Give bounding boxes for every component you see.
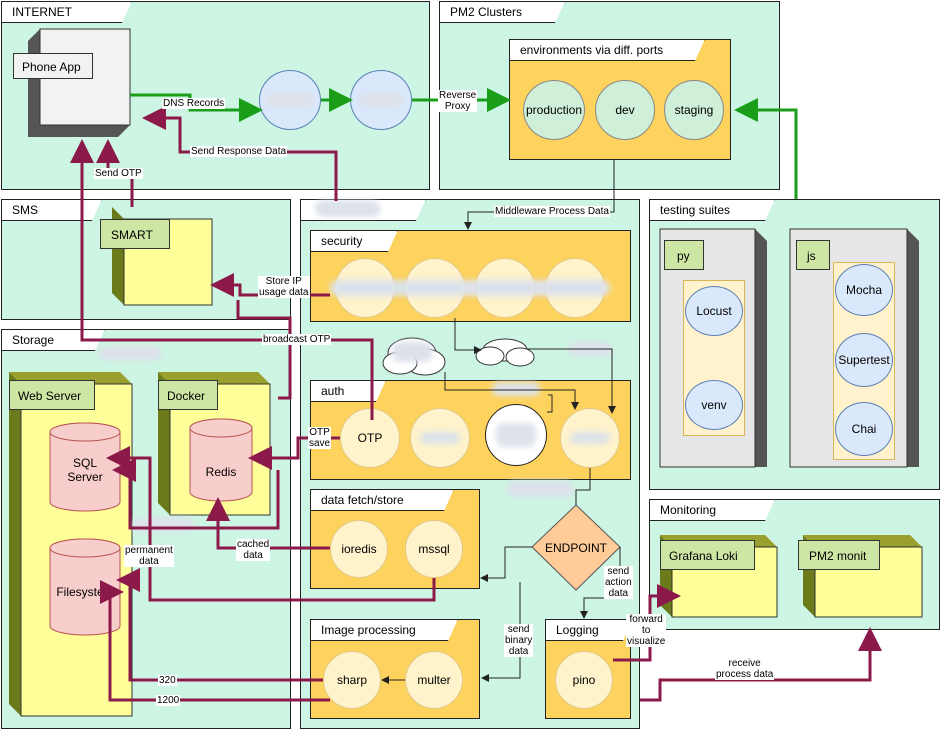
web-server-label: Web Server [9, 380, 95, 410]
mocha-node: Mocha [835, 264, 893, 316]
filesystem-cylinder [49, 538, 121, 636]
permanent-data-label: permanent data [124, 545, 174, 567]
receive-connector [640, 627, 882, 702]
send-otp-label: Send OTP [94, 168, 143, 179]
phone-app-label: Phone App [13, 53, 93, 79]
testing-suites-title: testing suites [649, 199, 775, 221]
broadcast-otp-label: broadcast OTP [262, 334, 332, 345]
receive-label: receive process data [715, 658, 775, 680]
endpoint-data-connector [480, 546, 532, 582]
multer-node: multer [405, 651, 463, 709]
redis-label: Redis [205, 465, 237, 479]
flow-blurred-label-4 [506, 481, 574, 497]
chai-node: Chai [835, 402, 893, 456]
send-response-connector [142, 106, 338, 201]
auth-node-4 [560, 408, 620, 468]
send-binary-label: send binary data [504, 624, 534, 657]
otp-save-label: OTP save [308, 427, 332, 449]
flow-blurred-label-6 [315, 201, 379, 215]
reverse-proxy-label: Reverse Proxy [438, 90, 478, 112]
blurred-text [496, 423, 536, 447]
blurred-text [358, 93, 404, 107]
flow-blurred-label-3 [492, 382, 540, 396]
dns-node-2 [350, 70, 412, 130]
auth-node-2 [410, 408, 470, 468]
auth-node-3 [485, 404, 547, 466]
docker-label: Docker [158, 380, 218, 410]
grafana-label: Grafana Loki [660, 540, 755, 570]
monitoring-title: Monitoring [649, 499, 775, 521]
w320-connector [116, 568, 323, 682]
auth-inner-connector [547, 394, 553, 413]
blurred-text [570, 432, 610, 444]
security-title: security [310, 230, 398, 252]
production-node: production [523, 80, 585, 140]
endpoint-image-connector [481, 582, 521, 682]
logging-title: Logging [545, 619, 633, 641]
pm2-clusters-title: PM2 Clusters [439, 1, 565, 23]
auth-endpoint-connector [575, 468, 591, 505]
cloud-auth-connector [444, 372, 579, 410]
sharp-node: sharp [323, 651, 381, 709]
permanent-data-branch [112, 458, 280, 530]
security-cloud-connector [454, 318, 482, 354]
sql-server-cylinder [49, 422, 121, 512]
dev-node: dev [595, 80, 655, 140]
middleware-connector [464, 160, 615, 230]
internet-region-title: INTERNET [1, 1, 132, 23]
sql-server-label: SQL Server [67, 456, 103, 484]
send-action-label: send action data [604, 566, 633, 599]
w1200-connector [100, 580, 330, 702]
pino-node: pino [555, 651, 613, 709]
send-response-label: Send Response Data [190, 146, 288, 157]
js-label: js [796, 240, 830, 270]
cloud-2 [475, 338, 535, 367]
ioredis-node: ioredis [330, 520, 388, 578]
w1200-label: 1200 [156, 695, 181, 706]
redis-cylinder [189, 418, 253, 502]
staging-node: staging [664, 80, 724, 140]
locust-node: Locust [685, 286, 743, 336]
venv-node: venv [685, 380, 743, 430]
environments-title: environments via diff. ports [509, 39, 705, 61]
pm2monit-label: PM2 monit [798, 540, 880, 570]
cloud-flow-connector [527, 348, 616, 414]
data-fetch-title: data fetch/store [310, 489, 454, 511]
supertest-node: Supertest [835, 333, 893, 387]
cloud-1-blurred-label [392, 342, 432, 362]
cached-data-connector [206, 497, 330, 550]
blurred-text [265, 93, 315, 107]
w320-label: 320 [158, 675, 177, 686]
permanent-data-connector [106, 446, 436, 602]
smart-label: SMART [100, 219, 170, 249]
testing-connector [734, 98, 798, 199]
forward-label: forward to visualize [626, 614, 667, 647]
otp-node: OTP [340, 408, 400, 468]
cached-data-label: cached data [236, 539, 271, 561]
blurred-text [420, 432, 460, 444]
filesystem-label: Filesystem [56, 585, 114, 599]
broadcast-otp-connector [236, 300, 292, 400]
endpoint-label: ENDPOINT [544, 541, 607, 555]
store-ip-label: Store IP usage data [258, 276, 310, 298]
middleware-label: Middleware Process Data [494, 206, 610, 217]
main-backbone-connector [70, 139, 374, 420]
dns-records-label: DNS Records [162, 98, 226, 109]
py-label: py [664, 240, 704, 270]
mssql-node: mssql [405, 520, 463, 578]
security-blurred-labels [330, 280, 610, 296]
image-processing-title: Image processing [310, 619, 458, 641]
flow-blurred-label-1 [98, 346, 162, 360]
